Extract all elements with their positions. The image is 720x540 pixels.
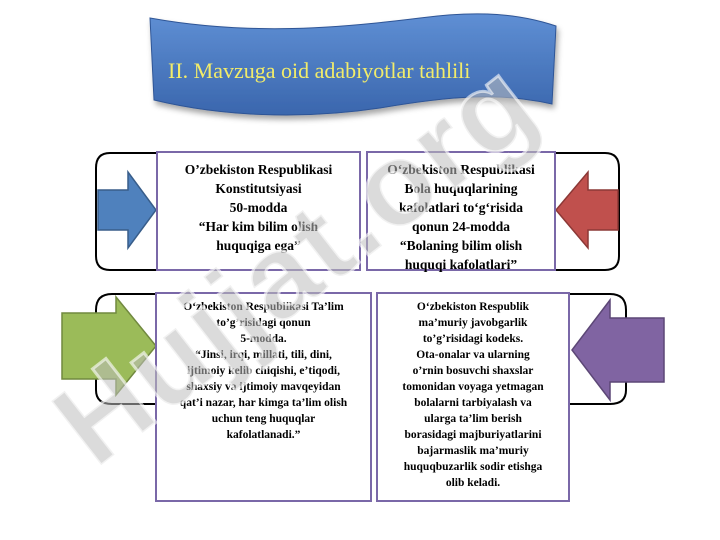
- arrow-blue: [97, 169, 157, 251]
- education-law-line: shaxsiy va ijtimoiy mavqeyidan: [186, 381, 341, 393]
- child-rights-law-line: “Bolaning bilim olish: [399, 238, 523, 253]
- bracket-top-left: [95, 152, 160, 271]
- administrative-code-line: ma’muriy javobgarlik: [418, 317, 528, 329]
- education-law-line: to’g’risidagi qonun: [216, 317, 311, 329]
- administrative-code-line: huquqbuzarlik sodir etishga: [403, 461, 543, 473]
- administrative-code-line: o’rnin bosuvchi shaxslar: [412, 365, 534, 377]
- administrative-code-line: O‘zbekiston Respublik: [416, 301, 530, 313]
- administrative-code-line: borasidagi majburiyatlarini: [404, 429, 542, 441]
- education-law-line: kafolatlanadi.”: [226, 429, 301, 441]
- administrative-code-line: bolalarni tarbiyalash va: [414, 397, 532, 409]
- constitution-line: 50-modda: [229, 200, 288, 215]
- education-law-line: O‘zbekiston Respublikasi Ta’lim: [183, 301, 344, 313]
- arrow-red: [555, 169, 619, 251]
- administrative-code-line: bajarmaslik ma’muriy: [417, 445, 529, 457]
- education-law-line: 5-modda.: [240, 333, 287, 345]
- administrative-code-line: tomonidan voyaga yetmagan: [402, 381, 544, 393]
- administrative-code-line: to’g’risidagi kodeks.: [422, 333, 524, 345]
- child-rights-law-line: kafolatlari to‘g‘risida: [398, 200, 524, 215]
- education-law-line: ijtimoiy kelib chiqishi, e’tiqodi,: [186, 365, 341, 377]
- arrow-purple: [571, 297, 665, 403]
- arrow-green: [61, 294, 157, 398]
- slide-title: II. Mavzuga oid adabiyotlar tahlili: [168, 58, 471, 83]
- bracket-top-right: [555, 152, 620, 271]
- constitution-line: “Har kim bilim olish: [198, 219, 319, 234]
- constitution-line: huquqiga ega”: [216, 238, 301, 253]
- administrative-code-line: ularga ta’lim berish: [424, 413, 522, 425]
- text-box-administrative-code: O‘zbekiston Respublik ma’muriy javobgarli…: [376, 292, 570, 502]
- education-law-line: uchun teng huquqlar: [211, 413, 316, 425]
- child-rights-law-line: Bola huquqlarining: [404, 181, 518, 196]
- administrative-code-line: olib keladi.: [445, 477, 501, 489]
- education-law-line: “Jinsi, irqi, millati, tili, dini,: [195, 349, 332, 361]
- education-law-line: qat’i nazar, har kimga ta’lim olish: [179, 397, 348, 409]
- constitution-line: O’zbekiston Respublikasi: [184, 162, 333, 177]
- child-rights-law-line: huquqi kafolatlari”: [404, 257, 518, 272]
- constitution-line: Konstitutsiyasi: [215, 181, 302, 196]
- child-rights-law-line: O‘zbekiston Respublikasi: [387, 162, 535, 177]
- text-box-education-law: O‘zbekiston Respublikasi Ta’lim to’g’risi…: [155, 292, 372, 502]
- title-banner: [149, 13, 557, 116]
- child-rights-law-line: qonun 24-modda: [412, 219, 510, 234]
- administrative-code-line: Ota-onalar va ularning: [416, 349, 530, 361]
